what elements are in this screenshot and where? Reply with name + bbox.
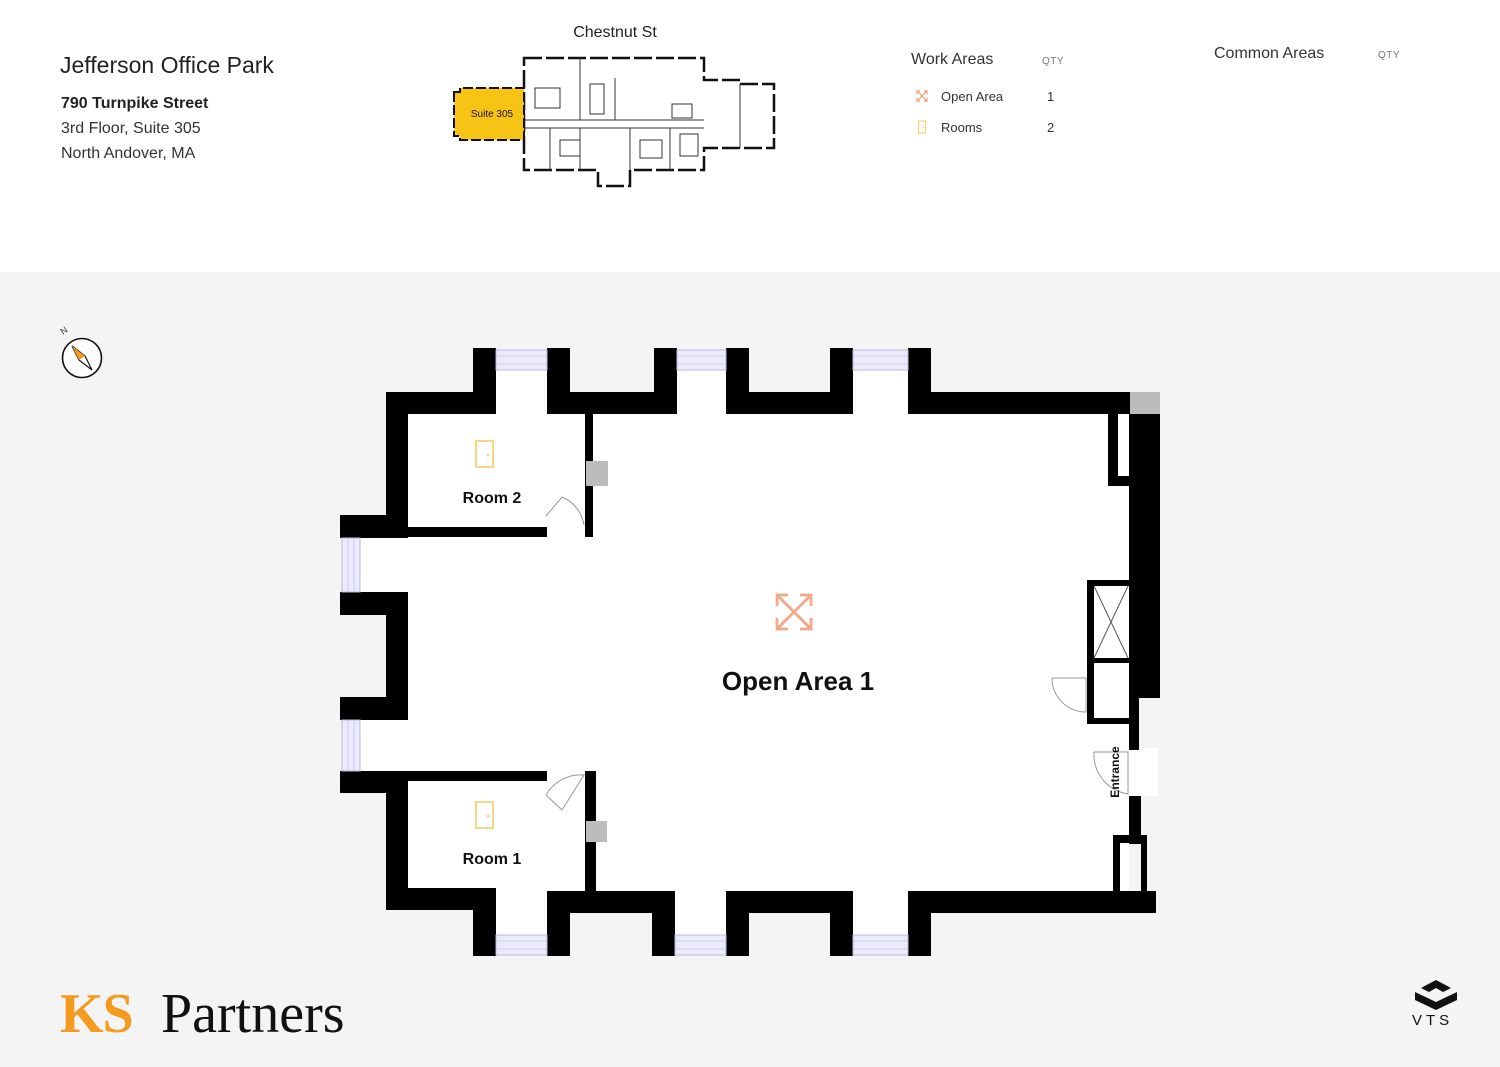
suite-305-label: Suite 305 xyxy=(471,109,514,120)
floor-interior xyxy=(360,370,1158,935)
work-areas-qty-header: QTY xyxy=(1042,56,1065,67)
address-suite: 3rd Floor, Suite 305 xyxy=(61,120,201,137)
open-area-label: Open Area 1 xyxy=(722,666,874,696)
room-1-label: Room 1 xyxy=(463,851,522,868)
suite-305-highlight xyxy=(453,87,525,141)
common-areas-qty-header: QTY xyxy=(1378,50,1401,61)
legend-rooms-label: Rooms xyxy=(941,120,983,135)
open-area-arrows-icon xyxy=(916,90,928,102)
street-label: Chestnut St xyxy=(573,24,657,41)
ks-logo: KS xyxy=(60,983,134,1045)
building-name: Jefferson Office Park xyxy=(60,52,274,78)
legend-open-area-label: Open Area xyxy=(941,89,1004,104)
entrance-label: Entrance xyxy=(1108,746,1122,798)
vts-logo-text: VTS xyxy=(1412,1012,1454,1029)
room-1-door-icon xyxy=(475,801,494,829)
key-plan: Suite 305 xyxy=(453,56,776,188)
address-city: North Andover, MA xyxy=(61,145,196,162)
columns xyxy=(586,392,1160,842)
room-2-door-icon xyxy=(475,440,494,468)
shaft xyxy=(1093,585,1129,659)
window-mullions xyxy=(347,355,908,950)
exterior-walls xyxy=(340,348,1160,956)
common-areas-title: Common Areas xyxy=(1214,45,1325,62)
address-street: 790 Turnpike Street xyxy=(61,95,209,112)
windows xyxy=(341,349,909,956)
room-2-label: Room 2 xyxy=(463,490,522,507)
door-swings xyxy=(545,496,1129,811)
partners-logo: Partners xyxy=(161,983,345,1045)
legend-open-area-qty: 1 xyxy=(1047,89,1055,104)
work-areas-title: Work Areas xyxy=(911,51,994,68)
compass-icon: N xyxy=(58,325,103,379)
door-icon xyxy=(917,120,927,134)
header-panel xyxy=(0,0,1500,272)
legend-rooms-qty: 2 xyxy=(1047,120,1055,135)
vts-logo-icon xyxy=(1415,980,1457,1010)
compass-north-letter: N xyxy=(58,325,69,337)
open-area-arrows-icon xyxy=(775,593,813,631)
